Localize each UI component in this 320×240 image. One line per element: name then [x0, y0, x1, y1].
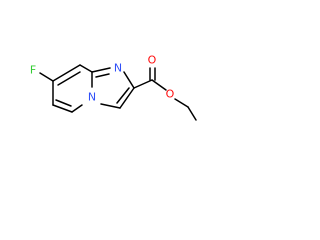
- bond-n4-c5: [71, 104, 83, 113]
- bond-c8-c8a: [79, 64, 93, 73]
- bond-c2-c3: [119, 87, 135, 109]
- carbonyl-oxygen-label: O: [148, 54, 157, 67]
- bond-o-ch2: [174, 98, 189, 108]
- bond-n1-c2: [123, 71, 135, 89]
- bond-c7-c8: [52, 64, 81, 82]
- bond-c7-f: [39, 72, 54, 82]
- bond-c8a-n1: [91, 67, 111, 73]
- bond-c8a-n1-inner: [95, 73, 110, 78]
- bond-c3-n4: [100, 103, 121, 109]
- bonds: [39, 64, 197, 121]
- ring-nitrogen-label: N: [114, 62, 122, 75]
- bond-ch2-ch3: [187, 106, 197, 121]
- atom-labels: F N N O O: [30, 54, 175, 104]
- bond-c5-c6-inner: [55, 99, 72, 107]
- fluorine-label: F: [30, 64, 36, 77]
- bond-c2-ccarbonyl: [133, 79, 153, 89]
- bond-c2-c3-inner: [116, 87, 130, 104]
- bond-c5-c6: [52, 104, 73, 113]
- bond-c7-c8-inner: [57, 71, 81, 86]
- ester-oxygen-label: O: [166, 88, 175, 101]
- bond-c-o-single: [151, 79, 167, 91]
- bridgehead-nitrogen-label: N: [88, 91, 96, 104]
- molecule-structure: F N N O O: [30, 54, 197, 121]
